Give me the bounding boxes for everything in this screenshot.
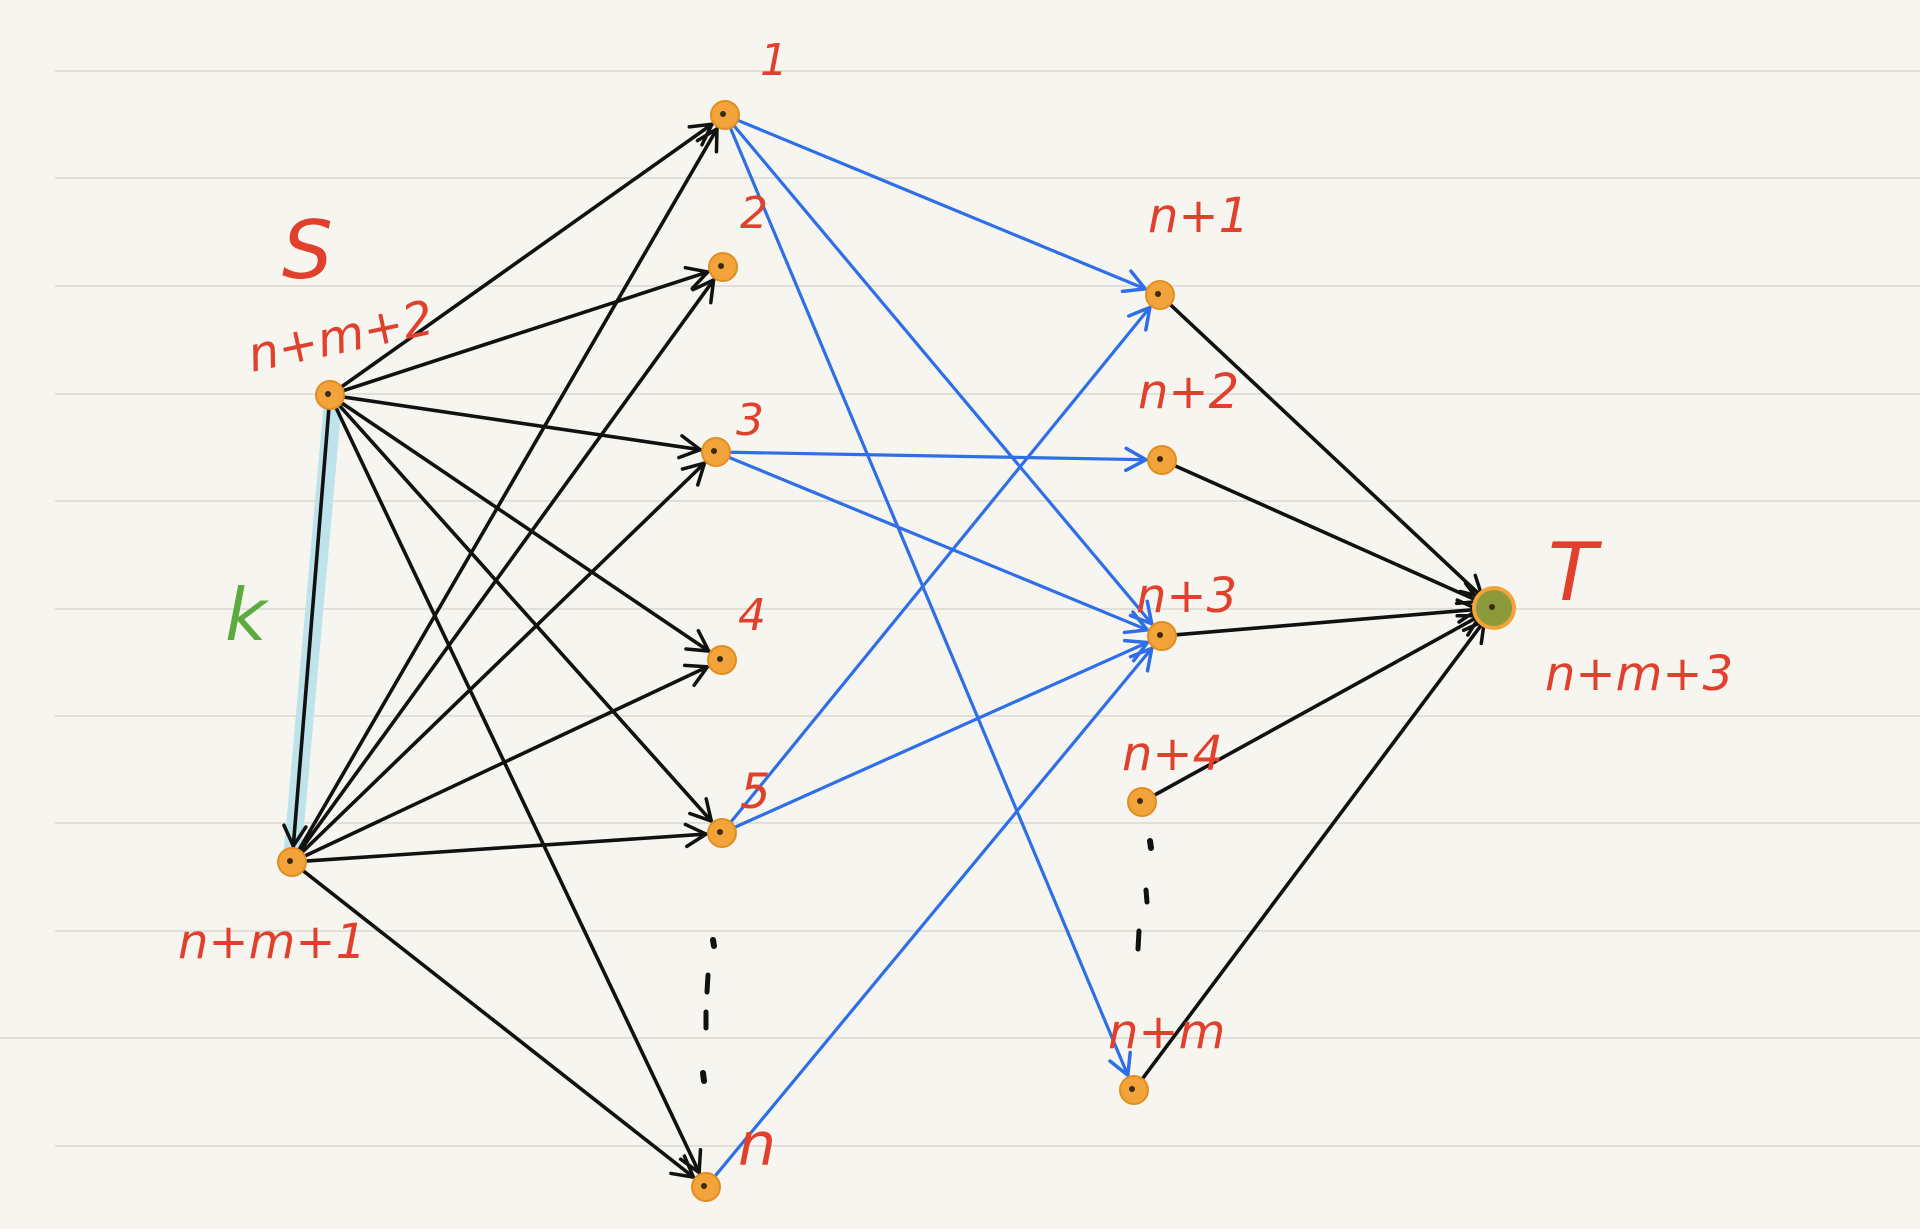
right-node-label: n+1 xyxy=(1148,188,1249,244)
node-rm-center-dot xyxy=(1129,1086,1135,1092)
edge-a-to-l1 xyxy=(294,125,719,857)
node-a-center-dot xyxy=(287,858,293,864)
aux-index-label: n+m+1 xyxy=(178,914,366,970)
edge-a-to-l2 xyxy=(294,277,716,858)
right-node-label: n+m xyxy=(1108,1004,1225,1060)
edge-s-to-l5 xyxy=(333,399,714,824)
ellipsis-dash xyxy=(700,1070,707,1084)
ellipsis-dash xyxy=(704,972,711,995)
ellipsis-dash xyxy=(1147,838,1154,851)
node-l4-center-dot xyxy=(717,656,723,662)
edge-ln-to-r3 xyxy=(709,645,1155,1183)
edge-l1-to-r1 xyxy=(730,116,1149,294)
edge-l5-to-r1 xyxy=(725,304,1153,829)
edge-s-to-ln xyxy=(331,400,703,1176)
left-node-label: n xyxy=(738,1110,776,1180)
ellipsis-dash xyxy=(1135,928,1142,952)
left-node-label: 4 xyxy=(738,590,766,641)
node-l1-center-dot xyxy=(720,111,726,117)
right-node-label: n+2 xyxy=(1138,364,1239,420)
edge-r1-to-t xyxy=(1164,298,1485,600)
edge-r2-to-t xyxy=(1167,461,1483,606)
edge-a-to-l4 xyxy=(297,663,711,861)
notebook-rule-lines xyxy=(0,70,1920,1147)
node-l3-center-dot xyxy=(711,448,717,454)
ellipsis-dash xyxy=(1143,887,1150,905)
edge-s-to-l3 xyxy=(336,394,704,460)
edge-l1-to-r3 xyxy=(728,119,1155,627)
right-node-label: n+4 xyxy=(1122,726,1223,782)
capacity-label: k xyxy=(225,573,270,657)
edge-l3-to-r2 xyxy=(722,446,1150,473)
left-node-label: 5 xyxy=(740,764,771,820)
edge-a-to-l3 xyxy=(295,460,708,859)
sink-index-label: n+m+3 xyxy=(1545,646,1733,702)
node-r4-center-dot xyxy=(1137,798,1143,804)
left-node-label: 1 xyxy=(760,35,788,86)
edge-l1-to-rm xyxy=(726,120,1132,1079)
node-r1-center-dot xyxy=(1155,291,1161,297)
edge-s-to-a xyxy=(282,401,332,850)
node-l2-center-dot xyxy=(718,263,724,269)
edge-rm-to-t xyxy=(1136,617,1487,1086)
edge-s-to-l2 xyxy=(335,265,712,395)
sink-letter-label: T xyxy=(1548,526,1603,619)
node-r2-center-dot xyxy=(1157,456,1163,462)
node-ln-center-dot xyxy=(701,1183,707,1189)
edge-r3-to-t xyxy=(1168,598,1482,638)
right-column-ellipsis xyxy=(1135,838,1154,952)
node-l5-center-dot xyxy=(717,829,723,835)
node-t-center-dot xyxy=(1489,604,1495,610)
edge-s-to-l4 xyxy=(334,397,712,654)
node-r3-center-dot xyxy=(1157,632,1163,638)
nodes-layer xyxy=(277,100,1516,1202)
edge-l3-to-r3 xyxy=(721,453,1151,635)
source-letter-label: S xyxy=(282,204,333,297)
edges-layer xyxy=(282,116,1487,1183)
ellipsis-dash xyxy=(710,937,717,949)
right-node-label: n+3 xyxy=(1136,568,1237,624)
edge-a-to-ln xyxy=(296,865,697,1180)
edge-r4-to-t xyxy=(1147,613,1484,800)
left-node-label: 3 xyxy=(736,395,764,446)
left-column-ellipsis xyxy=(700,937,717,1084)
left-node-label: 2 xyxy=(740,188,768,239)
edge-s-to-l1 xyxy=(334,122,715,393)
edge-l5-to-r3 xyxy=(727,638,1151,832)
node-s-center-dot xyxy=(325,391,331,397)
edge-a-to-l5 xyxy=(298,822,710,864)
